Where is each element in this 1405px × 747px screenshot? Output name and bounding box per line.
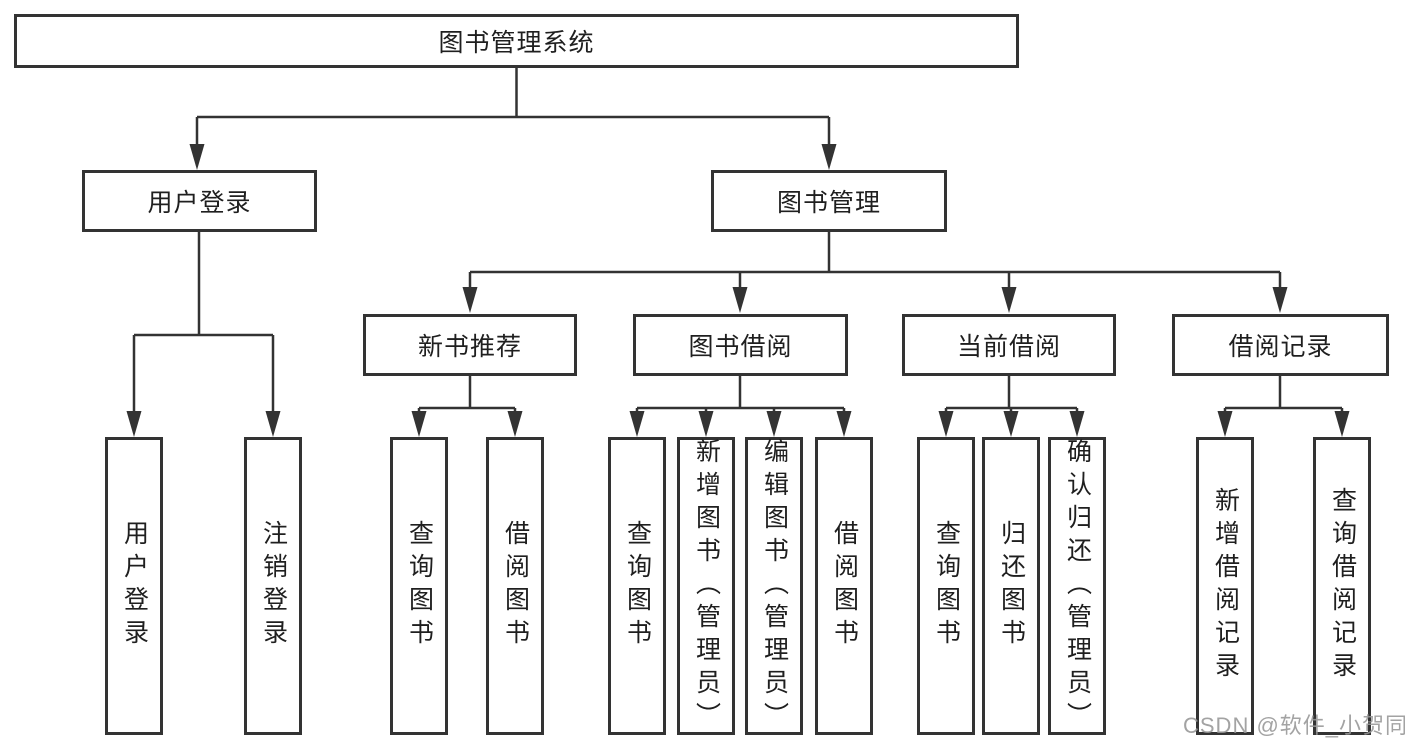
node-book-borrow: 图书借阅 — [633, 314, 848, 376]
connector-book-borrow-children — [635, 376, 846, 413]
leaf-label: 查询图书 — [405, 520, 434, 652]
connector-current-borrow-children — [944, 376, 1079, 413]
leaf-label: 借阅图书 — [830, 520, 859, 652]
leaf-label: 归还图书 — [997, 520, 1026, 652]
node-label: 当前借阅 — [956, 333, 1061, 361]
leaf-label: 注销登录 — [259, 520, 288, 652]
leaf-edit-books-admin: 编辑图书（管理员） — [745, 437, 803, 735]
arrowheads-level2 — [189, 144, 837, 170]
node-borrow-record: 借阅记录 — [1172, 314, 1389, 376]
node-label: 借阅记录 — [1228, 333, 1333, 361]
node-new-book-recommend: 新书推荐 — [363, 314, 577, 376]
node-label: 图书管理 — [776, 189, 881, 217]
leaf-label: 查询图书 — [932, 520, 961, 652]
leaf-confirm-return-admin: 确认归还（管理员） — [1048, 437, 1106, 735]
node-user-login: 用户登录 — [82, 170, 317, 232]
leaf-label: 用户登录 — [120, 520, 149, 652]
node-current-borrow: 当前借阅 — [902, 314, 1116, 376]
leaf-add-books-admin: 新增图书（管理员） — [677, 437, 735, 735]
connector-root-to-level2 — [195, 68, 831, 146]
leaf-label: 查询借阅记录 — [1328, 487, 1357, 685]
node-label: 图书管理系统 — [438, 29, 595, 57]
leaf-label: 查询图书 — [623, 520, 652, 652]
leaf-borrow-books-recommend: 借阅图书 — [486, 437, 544, 735]
connector-new-book-children — [417, 376, 517, 413]
leaf-label: 新增图书（管理员） — [692, 437, 721, 735]
node-root-system: 图书管理系统 — [14, 14, 1019, 68]
leaf-user-login: 用户登录 — [105, 437, 163, 735]
connector-borrow-record-children — [1223, 376, 1344, 413]
leaf-label: 借阅图书 — [501, 520, 530, 652]
node-book-management: 图书管理 — [711, 170, 947, 232]
leaf-add-borrow-record: 新增借阅记录 — [1196, 437, 1254, 735]
node-label: 新书推荐 — [417, 333, 522, 361]
arrowheads-user-login-children — [126, 411, 281, 437]
leaf-label: 编辑图书（管理员） — [760, 437, 789, 735]
leaf-query-books-current: 查询图书 — [917, 437, 975, 735]
connector-user-login-children — [132, 232, 275, 413]
leaf-logout: 注销登录 — [244, 437, 302, 735]
leaf-label: 确认归还（管理员） — [1063, 437, 1092, 735]
node-label: 图书借阅 — [688, 333, 793, 361]
leaf-query-books-borrow: 查询图书 — [608, 437, 666, 735]
arrowheads-book-borrow-children — [629, 411, 852, 437]
arrowheads-borrow-record-children — [1217, 411, 1350, 437]
leaf-label: 新增借阅记录 — [1211, 487, 1240, 685]
arrowheads-current-borrow-children — [938, 411, 1085, 437]
connector-book-management-children — [468, 232, 1282, 289]
leaf-return-books: 归还图书 — [982, 437, 1040, 735]
leaf-borrow-books: 借阅图书 — [815, 437, 873, 735]
arrowheads-level3 — [462, 287, 1288, 313]
arrowheads-new-book-children — [411, 411, 523, 437]
csdn-watermark: CSDN @软件_小贺同学 — [1183, 713, 1405, 738]
leaf-query-borrow-record: 查询借阅记录 — [1313, 437, 1371, 735]
leaf-query-books-recommend: 查询图书 — [390, 437, 448, 735]
node-label: 用户登录 — [147, 189, 252, 217]
